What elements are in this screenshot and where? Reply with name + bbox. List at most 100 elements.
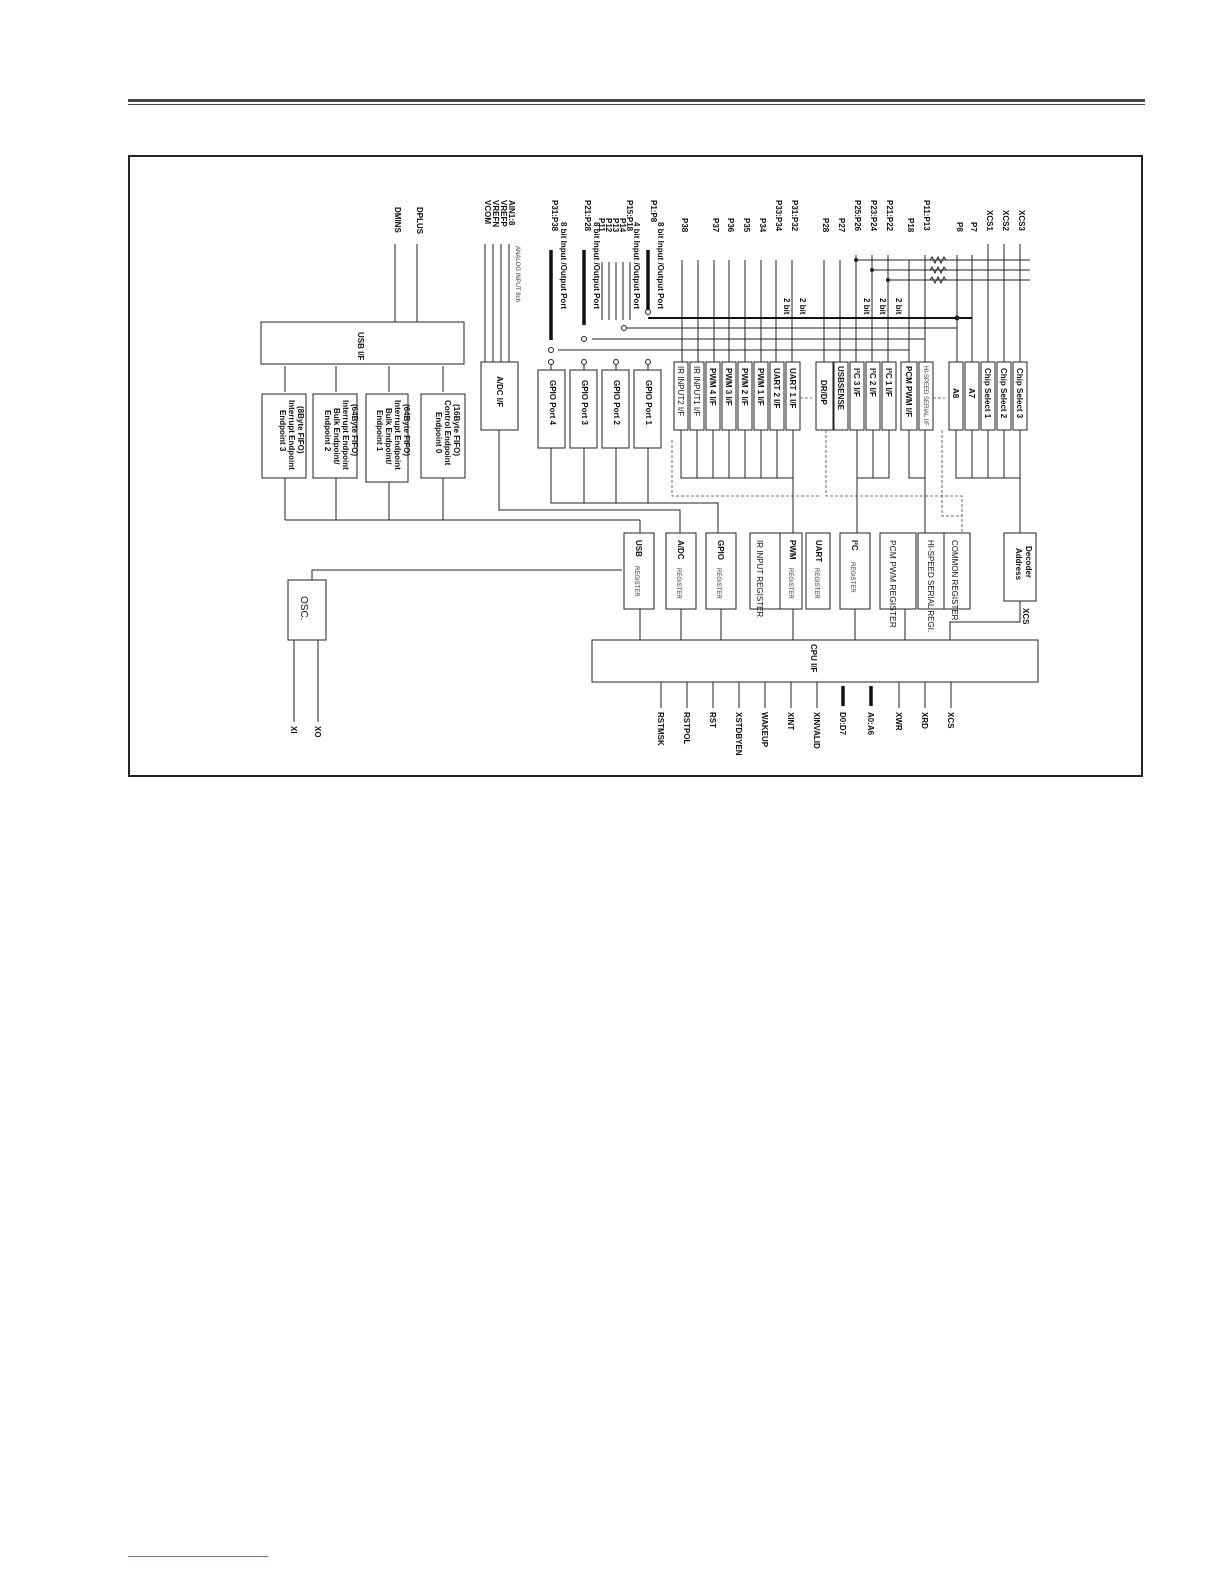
bottom-pin-wires: [660, 682, 952, 708]
pin-label: P28: [821, 218, 830, 233]
endpoint-line: Interrupt Endpoint: [287, 400, 296, 470]
address-decoder-label: Decoder: [1024, 546, 1033, 578]
interface-label: A7: [967, 388, 976, 399]
endpoint-line: (64Byte FIFO): [402, 404, 411, 456]
register-bold: A/DC: [676, 540, 685, 560]
footer-rule: [128, 1556, 268, 1557]
port-width-label: 4 bit Input /Output Port: [632, 222, 641, 309]
endpoint-line: (8Byte FIFO): [296, 406, 305, 454]
top-pin-labels: DMINS DPLUS AIN1:8 VREFP VREFN VCOM P31:…: [393, 200, 1026, 235]
pin-label: P25:P26: [853, 200, 862, 232]
pin-label: AIN1:8: [507, 200, 516, 226]
interface-label: Chip Select 1: [983, 368, 992, 419]
bottom-pin-labels: XI XO RSTMSK RSTPOL RST XSTDBYEN WAKEUP …: [289, 712, 955, 756]
interface-blocks: IR INPUT2 I/F IR INPUT1 I/F PWM 4 I/F PW…: [673, 361, 1028, 431]
endpoint-2-block: [312, 393, 358, 479]
register-bold: UART: [814, 540, 823, 562]
pin-label: P37: [711, 218, 720, 233]
pin-label: XINVALID: [812, 712, 821, 749]
pin-label: XI: [289, 726, 298, 734]
pin-label: P33:P34: [774, 200, 783, 232]
block-diagram-frame: [128, 155, 1143, 777]
pin-label: P35: [742, 218, 751, 233]
interface-label: UART 2 I/F: [772, 368, 781, 409]
register-rest: REGISTER: [633, 566, 639, 597]
xcs-label: XCS: [1021, 608, 1030, 625]
endpoint-line: (16Byte FIFO): [452, 404, 461, 456]
gpio-port-4-block: [537, 369, 566, 449]
pin-label: P12: [604, 218, 613, 233]
pin-label: P34: [758, 218, 767, 233]
bit-width-label: 2 bit: [798, 298, 807, 315]
interface-label: DR/DP: [819, 380, 828, 406]
endpoint-line: Endpoint 0: [434, 412, 443, 454]
pin-label: XCS: [946, 712, 955, 729]
pin-label: XO: [313, 726, 322, 738]
gpio-port-blocks: GPIO Port 4 GPIO Port 3 GPIO Port 2 GPIO…: [537, 369, 662, 449]
pin-label: XCS2: [1001, 210, 1010, 231]
interface-label: A8: [951, 388, 960, 399]
register-cpu-wires: [639, 609, 906, 640]
register-bold: USB: [634, 540, 643, 557]
interface-label: PWM 1 I/F: [756, 368, 765, 406]
pin-label: P31:P38: [550, 200, 559, 232]
register-rest: REGISTER: [849, 562, 855, 593]
pin-label: VREFP: [499, 200, 508, 227]
port-width-label: 8 bit Input /Output Port: [559, 222, 568, 309]
interface-label: IR INPUT2 I/F: [676, 366, 685, 416]
register-rest: HI-SPEED SERIAL REGI.: [926, 540, 935, 632]
pin-label: D0:D7: [838, 712, 847, 736]
pin-label: DPLUS: [415, 207, 424, 235]
pin-label: XSTDBYEN: [734, 712, 743, 756]
pin-label: P23:P24: [869, 200, 878, 232]
interface-label: Chip Select 2: [999, 368, 1008, 419]
register-rest: COMMON REGISTER: [950, 540, 959, 621]
endpoint-line: Endpoint 3: [278, 410, 287, 452]
pin-label: P14: [618, 218, 627, 233]
interface-label: PWM 4 I/F: [708, 368, 717, 406]
endpoint-1-block: [365, 393, 409, 483]
osc-label: OSC.: [298, 596, 309, 620]
interface-label: PWM 3 I/F: [724, 368, 733, 406]
interface-label: PCM PWM I/F: [904, 366, 913, 417]
address-decoder-block: [1003, 532, 1037, 602]
endpoint-line: Interrupt Endpoint: [393, 400, 402, 470]
pin-label: P11:P13: [922, 200, 931, 231]
interface-label: I²C 1 I/F: [884, 368, 893, 397]
pin-label: P8: [955, 222, 964, 232]
pin-label: P36: [726, 218, 735, 233]
interface-register-wires: [671, 397, 1021, 533]
pin-label: P21:P28: [583, 200, 592, 232]
register-rest: PCM PWM REGISTER: [888, 540, 898, 628]
endpoint-line: Control Endpoint: [443, 400, 452, 466]
pin-label: WAKEUP: [760, 712, 769, 748]
gpio-port-1-block: [633, 369, 662, 449]
interface-label: Chip Select 3: [1015, 368, 1024, 419]
endpoint-line: (64Byte FIFO): [350, 404, 359, 456]
register-bold: I²C: [850, 540, 859, 551]
adc-if-block: [480, 361, 519, 431]
pin-label: P13: [611, 218, 620, 233]
endpoint-wires: [284, 366, 641, 533]
top-pin-wires: [394, 244, 1030, 365]
osc-block: [287, 579, 327, 641]
pin-label: RST: [708, 712, 717, 728]
interface-label: PWM 2 I/F: [740, 368, 749, 406]
usb-if-block: [260, 321, 465, 365]
pin-label: P1:P8: [649, 200, 658, 223]
gpio-port-label: GPIO Port 2: [612, 380, 621, 425]
register-rest: REGISTER: [787, 568, 793, 599]
gpio-port-3-block: [569, 369, 598, 449]
pin-label: P7: [969, 222, 978, 232]
pin-label: XINT: [786, 712, 795, 730]
port-annotations: ANALOG INPUT 8ch 8 bit Input /Output Por…: [514, 222, 903, 315]
endpoint-3-block: [261, 393, 307, 479]
pin-label: P11: [597, 218, 606, 232]
register-bold: GPIO: [716, 540, 725, 560]
pin-label: P31:P32: [790, 200, 799, 232]
register-rest: REGISTER: [715, 568, 721, 599]
gpio-port-label: GPIO Port 4: [548, 380, 557, 425]
interface-label: IR INPUT1 I/F: [692, 366, 701, 416]
header-rule-thick: [128, 99, 1145, 102]
